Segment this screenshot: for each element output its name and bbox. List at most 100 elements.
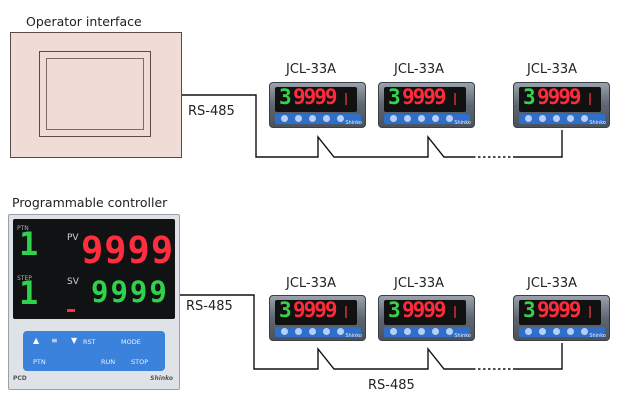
key-down-icon: [404, 115, 411, 122]
top-controller-2-model: JCL-33A: [394, 62, 445, 77]
controller-keypad: [384, 327, 470, 337]
status-indicator-icon: [345, 93, 353, 105]
key-set-icon: [553, 115, 560, 122]
controller-keypad: [275, 114, 361, 124]
controller-display-left: 3: [523, 85, 536, 109]
key-set-icon: [418, 115, 425, 122]
pcd-key-ptn: PTN: [33, 358, 46, 366]
top-rs485-label: RS-485: [188, 104, 235, 119]
top-controller-3-model: JCL-33A: [527, 62, 578, 77]
controller-display-right: 9999: [537, 85, 582, 109]
controller-display: 3 9999: [275, 298, 357, 325]
key-power-icon: [581, 115, 588, 122]
controller-keypad: [275, 327, 361, 337]
bottom-controller-2-model: JCL-33A: [394, 276, 445, 291]
programmable-controller-title: Programmable controller: [12, 195, 168, 210]
status-indicator-icon: [589, 93, 597, 105]
bottom-rs485-left-label: RS-485: [186, 299, 233, 314]
controller-keypad: [519, 114, 605, 124]
controller-display-right: 9999: [402, 85, 447, 109]
controller-display-left: 3: [388, 85, 401, 109]
top-controller-3: 3 9999 Shinko: [513, 82, 610, 128]
status-indicator-icon: [589, 306, 597, 318]
top-bus-end: [514, 130, 563, 158]
pcd-sv-label: SV: [67, 277, 79, 287]
pcd-pv-value: 9999: [81, 229, 175, 272]
pcd-menu-icon: ≡: [51, 336, 58, 345]
key-down-icon: [295, 328, 302, 335]
key-mode-icon: [567, 115, 574, 122]
controller-display: 3 9999: [519, 298, 601, 325]
operator-interface-device: [10, 32, 182, 158]
controller-keypad: [384, 114, 470, 124]
key-down-icon: [295, 115, 302, 122]
pcd-pv-label: PV: [67, 233, 79, 243]
pcd-key-run: RUN: [101, 358, 116, 366]
pcd-keypad: ▲ ≡ ▼ RST MODE PTN RUN STOP: [23, 331, 165, 371]
pcd-down-arrow-icon: ▼: [71, 336, 78, 345]
top-bus-line: [182, 94, 473, 158]
pcd-up-arrow-icon: ▲: [33, 336, 40, 345]
bottom-controller-2: 3 9999 Shinko: [378, 295, 475, 341]
bottom-controller-1-model: JCL-33A: [286, 276, 337, 291]
key-up-icon: [281, 328, 288, 335]
controller-brand: Shinko: [345, 120, 362, 126]
pcd-brand-logo: Shinko: [150, 375, 173, 382]
key-power-icon: [446, 328, 453, 335]
key-set-icon: [309, 115, 316, 122]
key-power-icon: [446, 115, 453, 122]
key-down-icon: [404, 328, 411, 335]
programmable-controller-device: PTN 1 STEP 1 PV 9999 SV 9999 ▲ ≡ ▼ RST M…: [8, 214, 180, 390]
pcd-ptn-value: 1: [19, 225, 39, 263]
key-up-icon: [390, 115, 397, 122]
controller-display-left: 3: [279, 85, 292, 109]
top-controller-1-model: JCL-33A: [286, 62, 337, 77]
status-indicator-icon: [345, 306, 353, 318]
controller-display-right: 9999: [402, 298, 447, 322]
key-mode-icon: [432, 115, 439, 122]
controller-brand: Shinko: [345, 333, 362, 339]
key-up-icon: [525, 328, 532, 335]
key-up-icon: [390, 328, 397, 335]
pcd-display-panel: PTN 1 STEP 1 PV 9999 SV 9999: [13, 219, 175, 319]
controller-keypad: [519, 327, 605, 337]
key-up-icon: [525, 115, 532, 122]
top-controller-1: 3 9999 Shinko: [269, 82, 366, 128]
controller-display: 3 9999: [519, 85, 601, 112]
key-set-icon: [418, 328, 425, 335]
pcd-key-mode: MODE: [121, 338, 141, 346]
bottom-bus-line: [180, 294, 473, 370]
pcd-key-stop: STOP: [131, 358, 149, 366]
bottom-rs485-bottom-label: RS-485: [368, 378, 415, 393]
status-indicator-icon: [454, 306, 462, 318]
key-power-icon: [581, 328, 588, 335]
key-mode-icon: [567, 328, 574, 335]
controller-display: 3 9999: [384, 85, 466, 112]
bottom-controller-3-model: JCL-33A: [527, 276, 578, 291]
key-mode-icon: [432, 328, 439, 335]
key-set-icon: [309, 328, 316, 335]
controller-brand: Shinko: [454, 120, 471, 126]
operator-interface-screen-bezel: [46, 58, 144, 130]
controller-brand: Shinko: [454, 333, 471, 339]
pcd-ptn-label: PTN: [17, 225, 29, 232]
controller-brand: Shinko: [589, 120, 606, 126]
controller-display: 3 9999: [384, 298, 466, 325]
bottom-controller-1: 3 9999 Shinko: [269, 295, 366, 341]
controller-display: 3 9999: [275, 85, 357, 112]
status-indicator-icon: [454, 93, 462, 105]
bottom-controller-3: 3 9999 Shinko: [513, 295, 610, 341]
key-mode-icon: [323, 115, 330, 122]
controller-display-right: 9999: [293, 85, 338, 109]
pcd-key-rst: RST: [83, 338, 96, 346]
bottom-bus-end: [514, 343, 563, 370]
pcd-step-label: STEP: [17, 275, 32, 282]
key-down-icon: [539, 115, 546, 122]
pcd-model-label: PCD: [13, 375, 27, 382]
pcd-step-value: 1: [19, 274, 39, 312]
key-set-icon: [553, 328, 560, 335]
key-down-icon: [539, 328, 546, 335]
top-controller-2: 3 9999 Shinko: [378, 82, 475, 128]
operator-interface-title: Operator interface: [26, 14, 142, 29]
